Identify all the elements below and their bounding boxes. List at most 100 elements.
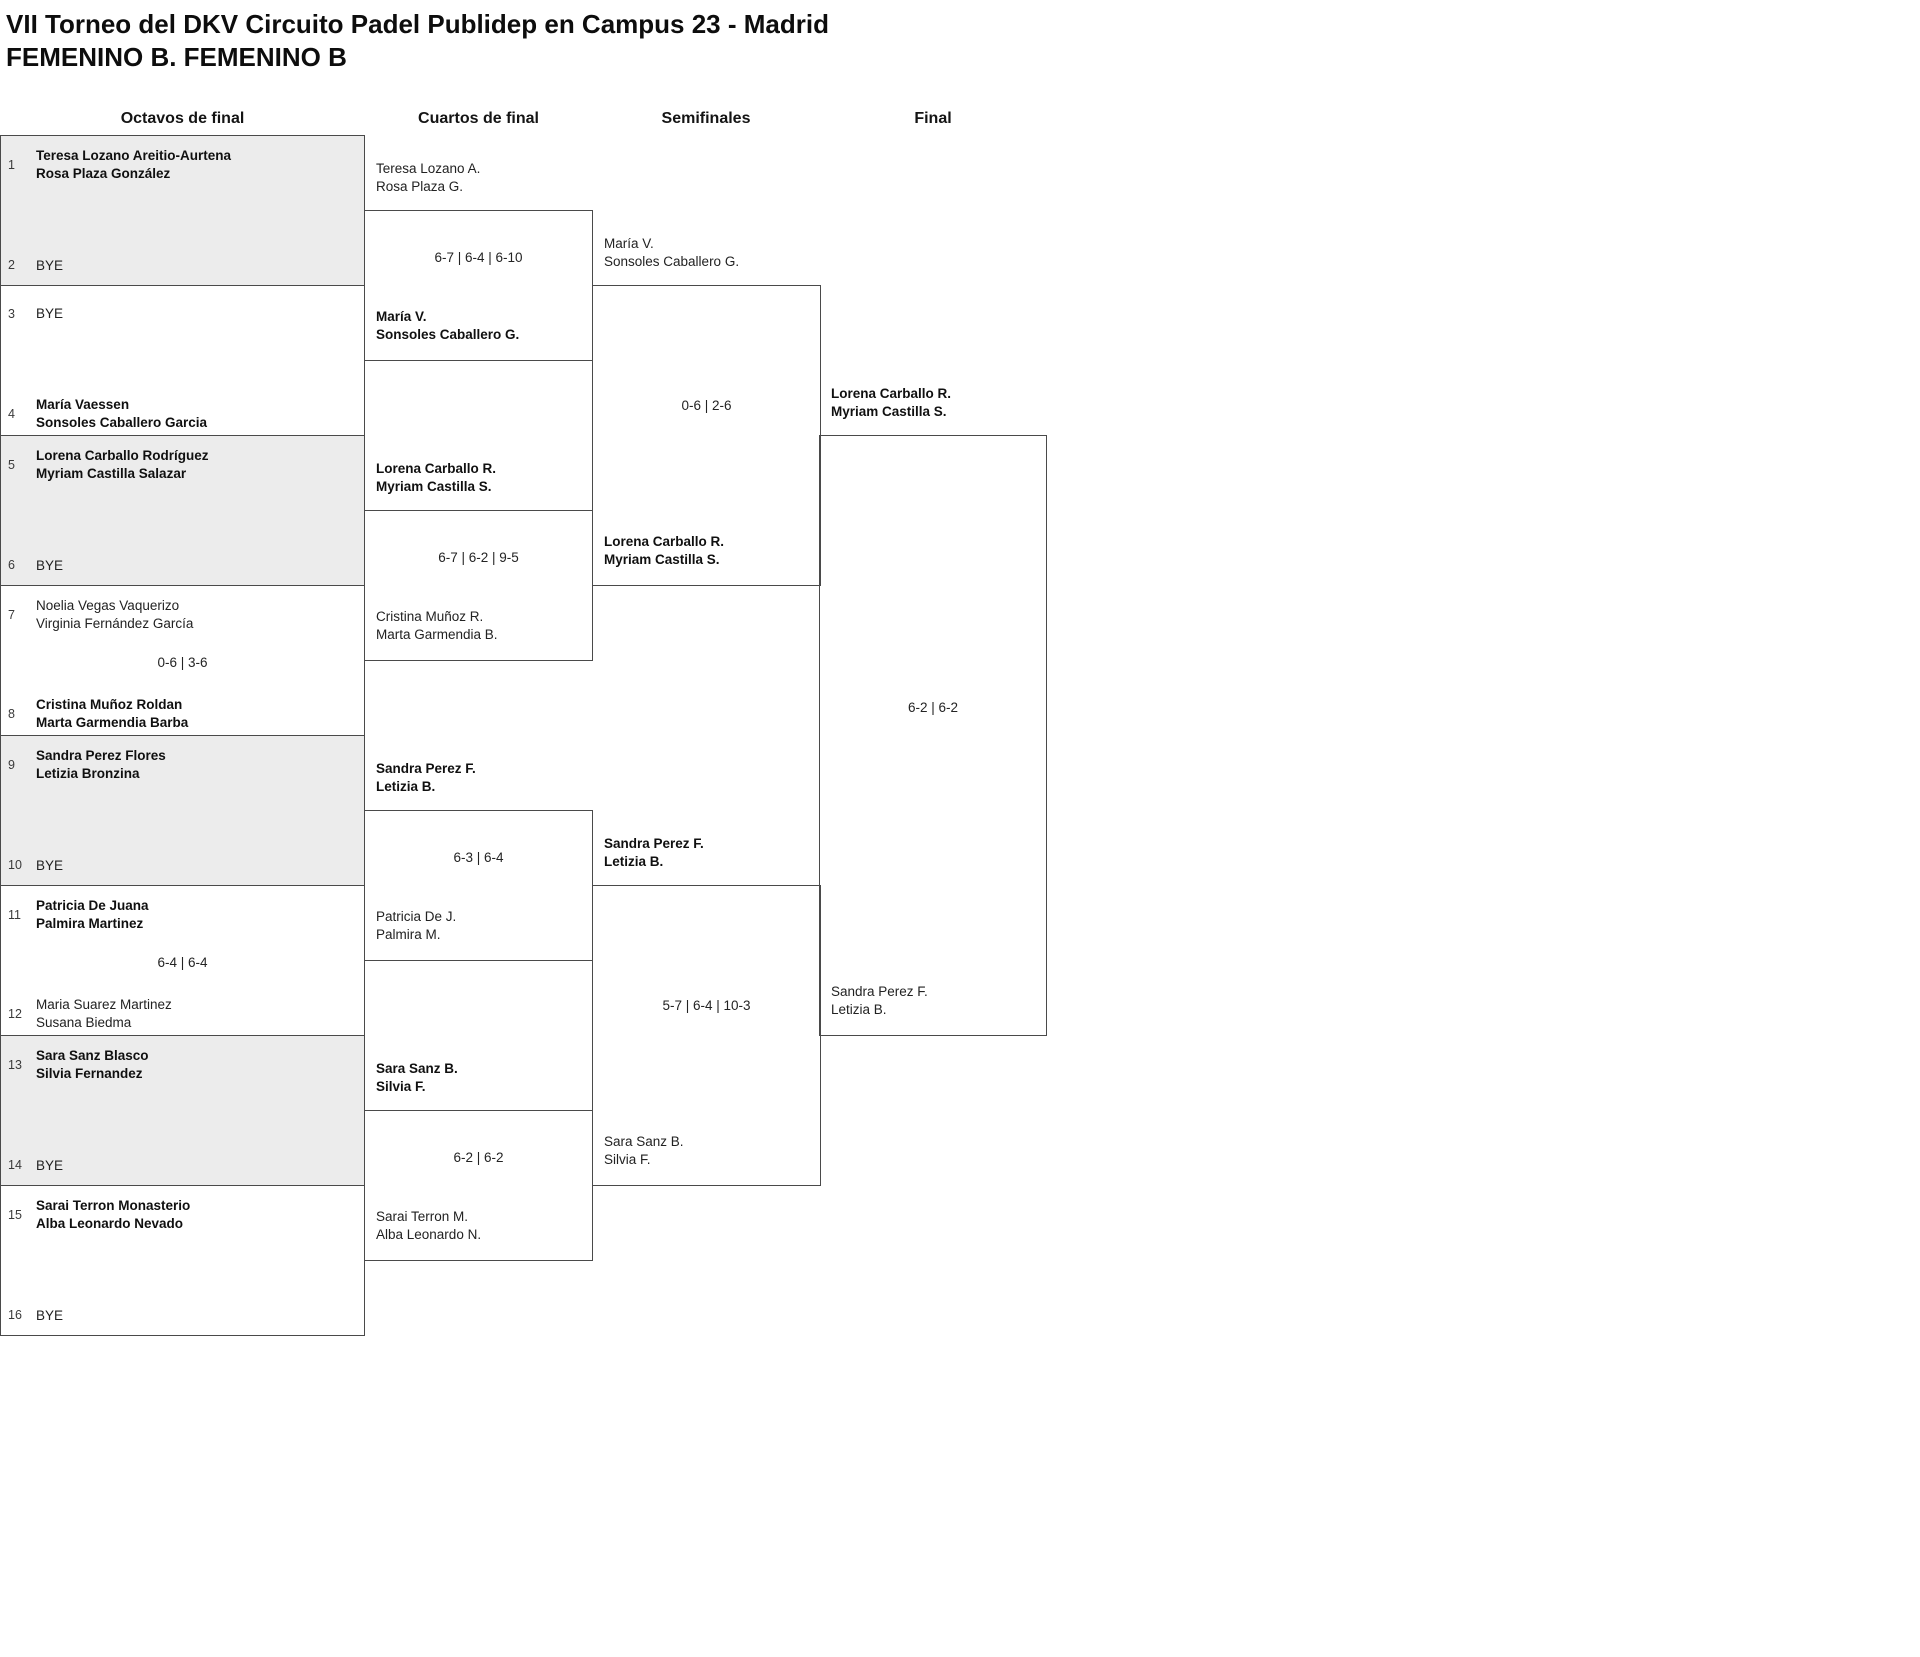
r16-entry: 16 BYE	[8, 1307, 360, 1325]
team-label: Lorena Carballo R. Myriam Castilla S.	[831, 385, 951, 421]
team-name-line: Noelia Vegas Vaquerizo	[36, 598, 180, 613]
team-names: Patricia De Juana Palmira Martinez	[36, 897, 149, 932]
team-name-line: María V.	[604, 236, 654, 251]
team-name-line: Lorena Carballo R.	[831, 386, 952, 401]
seed-number: 3	[8, 306, 15, 321]
seed-number: 11	[8, 907, 21, 922]
round-header-semifinales: Semifinales	[661, 110, 751, 127]
team-name-line: Sarai Terron M.	[376, 1209, 469, 1224]
r16-match-score: 0-6 | 3-6	[157, 655, 208, 670]
seed-number: 14	[8, 1158, 22, 1173]
team-name-line: Sonsoles Caballero G.	[604, 254, 740, 269]
team-names: Noelia Vegas Vaquerizo Virginia Fernánde…	[36, 597, 193, 632]
seed-number: 12	[8, 1006, 22, 1021]
r16-match-block: 11 Patricia De Juana Palmira Martinez 6-…	[0, 885, 365, 1036]
team-name-line: Sarai Terron Monasterio	[36, 1198, 191, 1213]
seed-number: 15	[8, 1207, 22, 1222]
team-name-line: Silvia F.	[604, 1152, 651, 1167]
team-name-line: Silvia Fernandez	[36, 1065, 143, 1081]
team-name-line: Sara Sanz Blasco	[36, 1048, 149, 1063]
team-name-line: Myriam Castilla S.	[604, 552, 720, 567]
team-name-line: Sandra Perez F.	[831, 984, 928, 999]
team-names: Lorena Carballo Rodríguez Myriam Castill…	[36, 447, 209, 482]
team-label: Sandra Perez F. Letizia B.	[376, 760, 476, 796]
team-name-line: Myriam Castilla Salazar	[36, 465, 187, 481]
team-label: Sandra Perez F. Letizia B.	[831, 983, 928, 1019]
team-name-line: Marta Garmendia Barba	[36, 714, 189, 730]
round-header-cuartos: Cuartos de final	[418, 110, 539, 127]
team-names: Sarai Terron Monasterio Alba Leonardo Ne…	[36, 1197, 190, 1232]
team-names: BYE	[36, 305, 63, 323]
team-name-line: Sandra Perez F.	[376, 761, 476, 776]
team-name-line: Susana Biedma	[36, 1014, 132, 1030]
team-name-line: Alba Leonardo Nevado	[36, 1215, 184, 1231]
team-name-line: BYE	[36, 557, 64, 573]
team-name-line: Lorena Carballo R.	[604, 534, 725, 549]
seed-number: 16	[8, 1308, 22, 1323]
team-name-line: Sandra Perez Flores	[36, 748, 166, 763]
seed-number: 6	[8, 558, 15, 573]
team-names: María Vaessen Sonsoles Caballero Garcia	[36, 396, 207, 431]
team-name-line: BYE	[36, 1307, 64, 1323]
r16-entry: 10 BYE	[8, 857, 360, 875]
team-name-line: Silvia F.	[376, 1079, 426, 1094]
team-name-line: Sonsoles Caballero Garcia	[36, 414, 208, 430]
team-name-line: Letizia B.	[376, 779, 436, 794]
seed-number: 5	[8, 457, 15, 472]
team-name-line: Rosa Plaza G.	[376, 179, 464, 194]
team-name-line: María V.	[376, 309, 427, 324]
team-names: Sandra Perez Flores Letizia Bronzina	[36, 747, 166, 782]
r16-entry: 11 Patricia De Juana Palmira Martinez	[8, 897, 360, 932]
team-names: Sara Sanz Blasco Silvia Fernandez	[36, 1047, 149, 1082]
team-name-line: BYE	[36, 306, 64, 321]
team-names: BYE	[36, 257, 63, 275]
team-name-line: Virginia Fernández García	[36, 615, 194, 631]
team-names: BYE	[36, 557, 63, 575]
team-name-line: Rosa Plaza González	[36, 165, 171, 181]
team-label: Teresa Lozano A. Rosa Plaza G.	[376, 160, 480, 196]
team-names: BYE	[36, 1157, 63, 1175]
final-match-box	[819, 435, 1047, 1036]
team-name-line: Sandra Perez F.	[604, 836, 704, 851]
r16-match-block: 9 Sandra Perez Flores Letizia Bronzina 1…	[0, 735, 365, 886]
seed-number: 1	[8, 157, 15, 172]
team-name-line: BYE	[36, 857, 64, 873]
team-name-line: Patricia De J.	[376, 909, 457, 924]
category-subtitle: FEMENINO B. FEMENINO B	[6, 42, 347, 72]
r16-entry: 3 BYE	[8, 305, 360, 323]
team-name-line: Letizia Bronzina	[36, 765, 140, 781]
team-name-line: Lorena Carballo R.	[376, 461, 497, 476]
team-label: Sara Sanz B. Silvia F.	[376, 1060, 458, 1096]
team-name-line: Maria Suarez Martinez	[36, 997, 172, 1012]
team-label: Sarai Terron M. Alba Leonardo N.	[376, 1208, 481, 1244]
team-name-line: Patricia De Juana	[36, 898, 149, 913]
round-header-octavos: Octavos de final	[120, 110, 245, 127]
team-name-line: María Vaessen	[36, 397, 130, 412]
r16-entry: 14 BYE	[8, 1157, 360, 1175]
team-name-line: Sara Sanz B.	[604, 1134, 684, 1149]
r16-match-score: 6-4 | 6-4	[157, 955, 208, 970]
seed-number: 8	[8, 706, 15, 721]
r16-entry: 1 Teresa Lozano Areitio-Aurtena Rosa Pla…	[8, 147, 360, 182]
seed-number: 7	[8, 607, 15, 622]
r16-entry: 6 BYE	[8, 557, 360, 575]
team-name-line: Teresa Lozano Areitio-Aurtena	[36, 148, 232, 163]
r16-entry: 8 Cristina Muñoz Roldan Marta Garmendia …	[8, 696, 360, 731]
team-name-line: Myriam Castilla S.	[831, 404, 947, 419]
r16-entry: 7 Noelia Vegas Vaquerizo Virginia Fernán…	[8, 597, 360, 632]
team-names: Maria Suarez Martinez Susana Biedma	[36, 996, 172, 1031]
r16-entry: 5 Lorena Carballo Rodríguez Myriam Casti…	[8, 447, 360, 482]
seed-number: 10	[8, 858, 22, 873]
team-label: Lorena Carballo R. Myriam Castilla S.	[604, 533, 724, 569]
team-label: Lorena Carballo R. Myriam Castilla S.	[376, 460, 496, 496]
team-name-line: Cristina Muñoz R.	[376, 609, 484, 624]
team-name-line: Marta Garmendia B.	[376, 627, 498, 642]
r16-match-block: 13 Sara Sanz Blasco Silvia Fernandez 14 …	[0, 1035, 365, 1186]
page-title: VII Torneo del DKV Circuito Padel Publid…	[6, 8, 829, 74]
team-name-line: Letizia B.	[831, 1002, 887, 1017]
r16-entry: 15 Sarai Terron Monasterio Alba Leonardo…	[8, 1197, 360, 1232]
r16-entry: 12 Maria Suarez Martinez Susana Biedma	[8, 996, 360, 1031]
team-name-line: Lorena Carballo Rodríguez	[36, 448, 209, 463]
seed-number: 9	[8, 757, 15, 772]
match-score: 6-7 | 6-4 | 6-10	[434, 250, 523, 265]
